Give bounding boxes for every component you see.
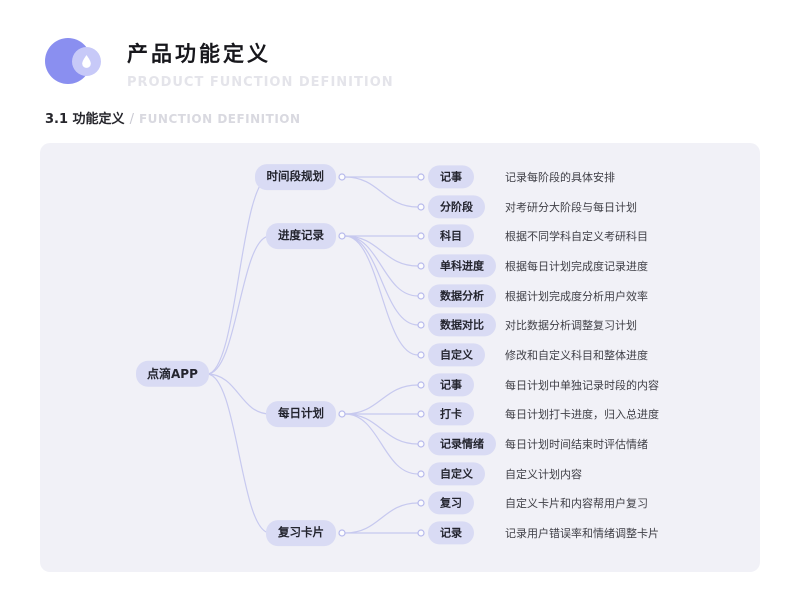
leaf-node[interactable]: 记事 xyxy=(428,373,474,397)
leaf-node[interactable]: 分阶段 xyxy=(428,195,485,219)
node-description: 对比数据分析调整复习计划 xyxy=(505,319,637,332)
droplet-icon xyxy=(72,47,101,76)
node-description: 修改和自定义科目和整体进度 xyxy=(505,349,648,362)
leaf-node[interactable]: 科目 xyxy=(428,224,474,248)
node-description: 每日计划打卡进度，归入总进度 xyxy=(505,408,659,421)
leaf-node[interactable]: 数据对比 xyxy=(428,313,496,337)
node-description: 自定义卡片和内容帮用户复习 xyxy=(505,497,648,510)
node-description: 根据计划完成度分析用户效率 xyxy=(505,290,648,303)
leaf-node[interactable]: 自定义 xyxy=(428,462,485,486)
leaf-node[interactable]: 记事 xyxy=(428,165,474,189)
page-subtitle: PRODUCT FUNCTION DEFINITION xyxy=(127,75,394,90)
branch-node-time-planning[interactable]: 时间段规划 xyxy=(254,164,336,190)
leaf-node[interactable]: 复习 xyxy=(428,491,474,515)
mindmap-root-node[interactable]: 点滴APP xyxy=(136,360,209,388)
node-description: 根据每日计划完成度记录进度 xyxy=(505,260,648,273)
page-header: 产品功能定义 PRODUCT FUNCTION DEFINITION xyxy=(45,36,394,90)
node-description: 每日计划时间结束时评估情绪 xyxy=(505,438,648,451)
leaf-node[interactable]: 数据分析 xyxy=(428,284,496,308)
branch-node-progress-record[interactable]: 进度记录 xyxy=(266,223,336,249)
leaf-node[interactable]: 单科进度 xyxy=(428,254,496,278)
node-description: 对考研分大阶段与每日计划 xyxy=(505,201,637,214)
leaf-node[interactable]: 记录情绪 xyxy=(428,432,496,456)
node-description: 记录用户错误率和情绪调整卡片 xyxy=(505,527,659,540)
app-logo xyxy=(45,36,103,88)
node-description: 自定义计划内容 xyxy=(505,468,582,481)
mindmap-canvas: 点滴APP 时间段规划 进度记录 每日计划 复习卡片 记事 分阶段 科目 单科进… xyxy=(40,143,760,572)
leaf-node[interactable]: 自定义 xyxy=(428,343,485,367)
node-description: 根据不同学科自定义考研科目 xyxy=(505,230,648,243)
node-description: 每日计划中单独记录时段的内容 xyxy=(505,379,659,392)
leaf-node[interactable]: 记录 xyxy=(428,521,474,545)
leaf-node[interactable]: 打卡 xyxy=(428,402,474,426)
node-description: 记录每阶段的具体安排 xyxy=(505,171,615,184)
section-heading: 3.1 功能定义 / FUNCTION DEFINITION xyxy=(45,108,301,127)
branch-node-review-cards[interactable]: 复习卡片 xyxy=(266,520,336,546)
page-title: 产品功能定义 xyxy=(127,42,271,66)
section-label: 3.1 功能定义 xyxy=(45,112,125,127)
section-subtitle: FUNCTION DEFINITION xyxy=(138,112,301,126)
connector-lines xyxy=(200,173,425,537)
branch-node-daily-plan[interactable]: 每日计划 xyxy=(266,401,336,427)
section-divider: / xyxy=(129,112,134,127)
